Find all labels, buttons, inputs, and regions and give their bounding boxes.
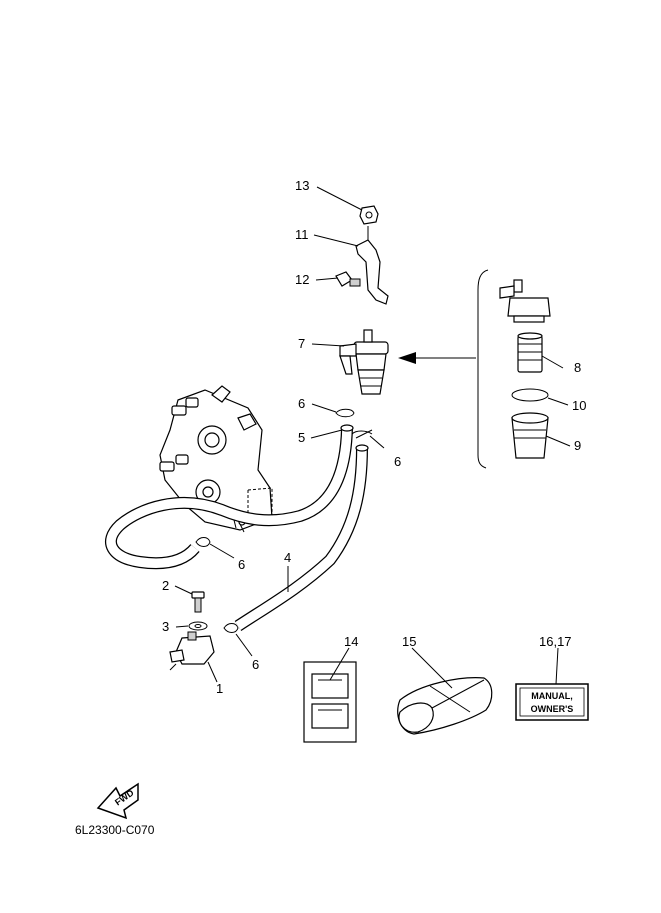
hose-clip — [351, 429, 373, 439]
o-ring — [511, 388, 549, 402]
washer — [188, 621, 208, 631]
callout-4: 4 — [284, 550, 291, 565]
callout-6: 6 — [238, 557, 245, 572]
carburetor-assembly — [159, 385, 273, 533]
leader-lines — [174, 186, 571, 689]
callout-9: 9 — [574, 438, 581, 453]
callout-13: 13 — [295, 178, 309, 193]
callout-6: 6 — [394, 454, 401, 469]
callout-7: 7 — [298, 336, 305, 351]
filter-element — [517, 332, 543, 373]
manual-box-line1: MANUAL, — [531, 691, 573, 701]
callout-15: 15 — [402, 634, 416, 649]
callout-16-17: 16,17 — [539, 634, 572, 649]
diagram-code: 6L23300-C070 — [75, 823, 155, 837]
filter-cap — [499, 279, 551, 323]
owners-manual-box: MANUAL, OWNER'S — [515, 683, 589, 721]
nut — [359, 205, 379, 225]
decal — [303, 661, 357, 743]
callout-6: 6 — [252, 657, 259, 672]
hose-5-end — [340, 424, 354, 432]
bag — [397, 677, 493, 735]
filter-cup — [511, 412, 549, 459]
hose-clip — [335, 408, 355, 418]
manual-box-line2: OWNER'S — [531, 704, 574, 714]
callout-5: 5 — [298, 430, 305, 445]
callout-2: 2 — [162, 578, 169, 593]
screw — [191, 591, 205, 613]
fuel-switch — [169, 631, 215, 671]
arrow-head — [398, 352, 416, 364]
fwd-arrow-icon: FWD — [96, 782, 139, 820]
callout-8: 8 — [574, 360, 581, 375]
filter-bracket — [355, 226, 389, 305]
callout-14: 14 — [344, 634, 358, 649]
fuel-filter — [339, 329, 389, 395]
callout-12: 12 — [295, 272, 309, 287]
hose-clip — [195, 537, 211, 547]
exploded-view-bracket — [477, 269, 489, 469]
callout-11: 11 — [295, 227, 309, 242]
fuel-hose-4 — [234, 447, 368, 632]
hose-clip — [223, 623, 239, 633]
callout-6: 6 — [298, 396, 305, 411]
callout-3: 3 — [162, 619, 169, 634]
callout-10: 10 — [572, 398, 586, 413]
fuel-hose-5 — [105, 427, 353, 570]
bolt — [335, 271, 361, 287]
hose-4-end — [355, 444, 369, 452]
callout-1: 1 — [216, 681, 223, 696]
